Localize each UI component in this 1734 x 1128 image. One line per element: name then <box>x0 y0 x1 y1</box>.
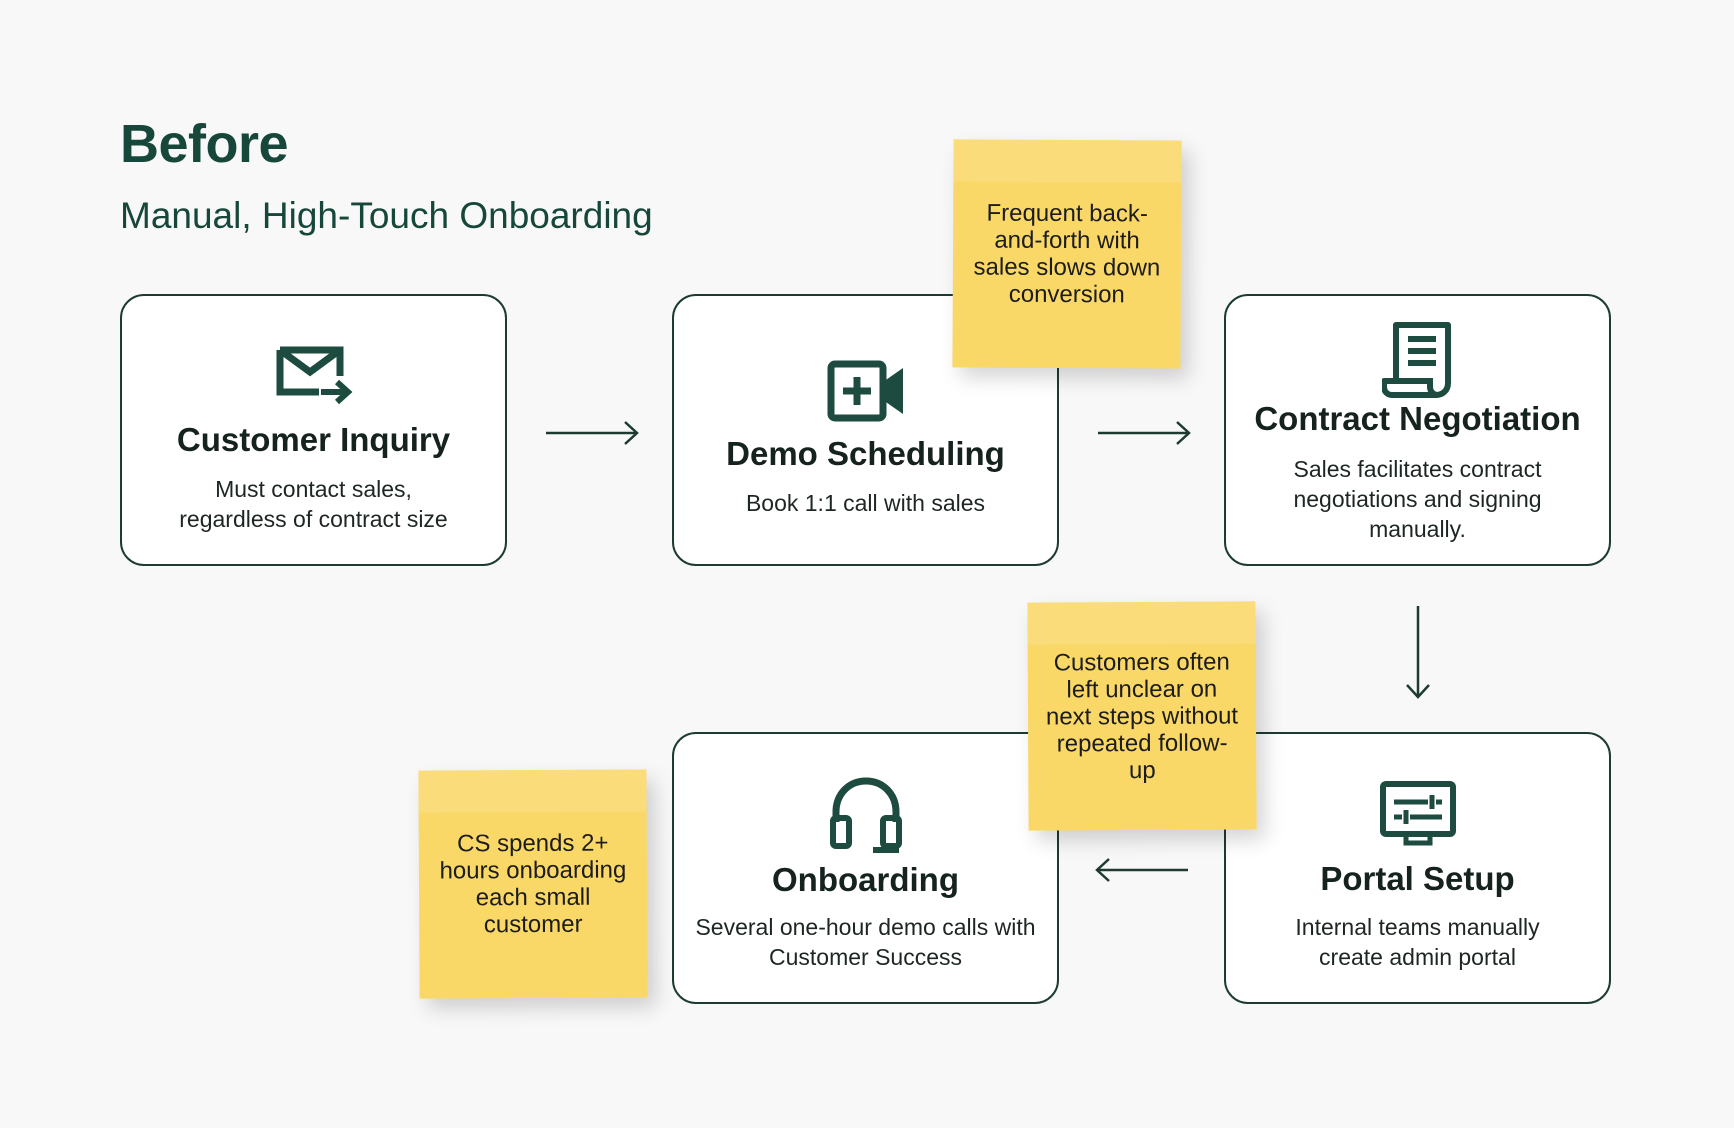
step-card-onboarding: Onboarding Several one-hour demo calls w… <box>672 732 1059 1004</box>
step-description: Must contact sales, regardless of contra… <box>179 476 448 532</box>
page-title: Before <box>120 114 289 174</box>
step-title: Portal Setup <box>1320 860 1515 897</box>
step-title: Customer Inquiry <box>176 421 451 458</box>
arrow-right-icon <box>544 420 640 446</box>
step-card-customer-inquiry: Customer Inquiry Must contact sales, reg… <box>120 294 507 566</box>
sticky-note-text: Customers often left unclear on next ste… <box>1045 648 1239 784</box>
sticky-note: Frequent back-and-forth with sales slows… <box>952 139 1182 369</box>
contract-document-icon <box>1380 321 1454 399</box>
step-description: Several one-hour demo calls with Custome… <box>695 914 1036 970</box>
sticky-note-text: CS spends 2+ hours onboarding each small… <box>439 829 627 939</box>
sticky-note-text: Frequent back-and-forth with sales slows… <box>973 199 1161 309</box>
step-description: Book 1:1 call with sales <box>745 490 986 516</box>
arrow-right-icon <box>1096 420 1192 446</box>
email-forward-icon <box>275 342 353 408</box>
step-title: Onboarding <box>772 861 959 898</box>
sticky-note: CS spends 2+ hours onboarding each small… <box>418 769 648 999</box>
admin-settings-monitor-icon <box>1379 781 1456 847</box>
step-card-contract-negotiation: Contract Negotiation Sales facilitates c… <box>1224 294 1611 566</box>
headset-icon <box>829 776 903 856</box>
step-description: Sales facilitates contract negotiations … <box>1293 456 1542 542</box>
arrow-left-icon <box>1094 857 1190 883</box>
sticky-note: Customers often left unclear on next ste… <box>1027 601 1257 831</box>
step-title: Contract Negotiation <box>1254 400 1581 437</box>
arrow-down-icon <box>1405 604 1431 700</box>
step-card-portal-setup: Portal Setup Internal teams manually cre… <box>1224 732 1611 1004</box>
page-subtitle: Manual, High-Touch Onboarding <box>120 195 653 236</box>
step-title: Demo Scheduling <box>726 435 1005 472</box>
video-call-add-icon <box>827 360 905 422</box>
step-description: Internal teams manually create admin por… <box>1295 914 1540 970</box>
